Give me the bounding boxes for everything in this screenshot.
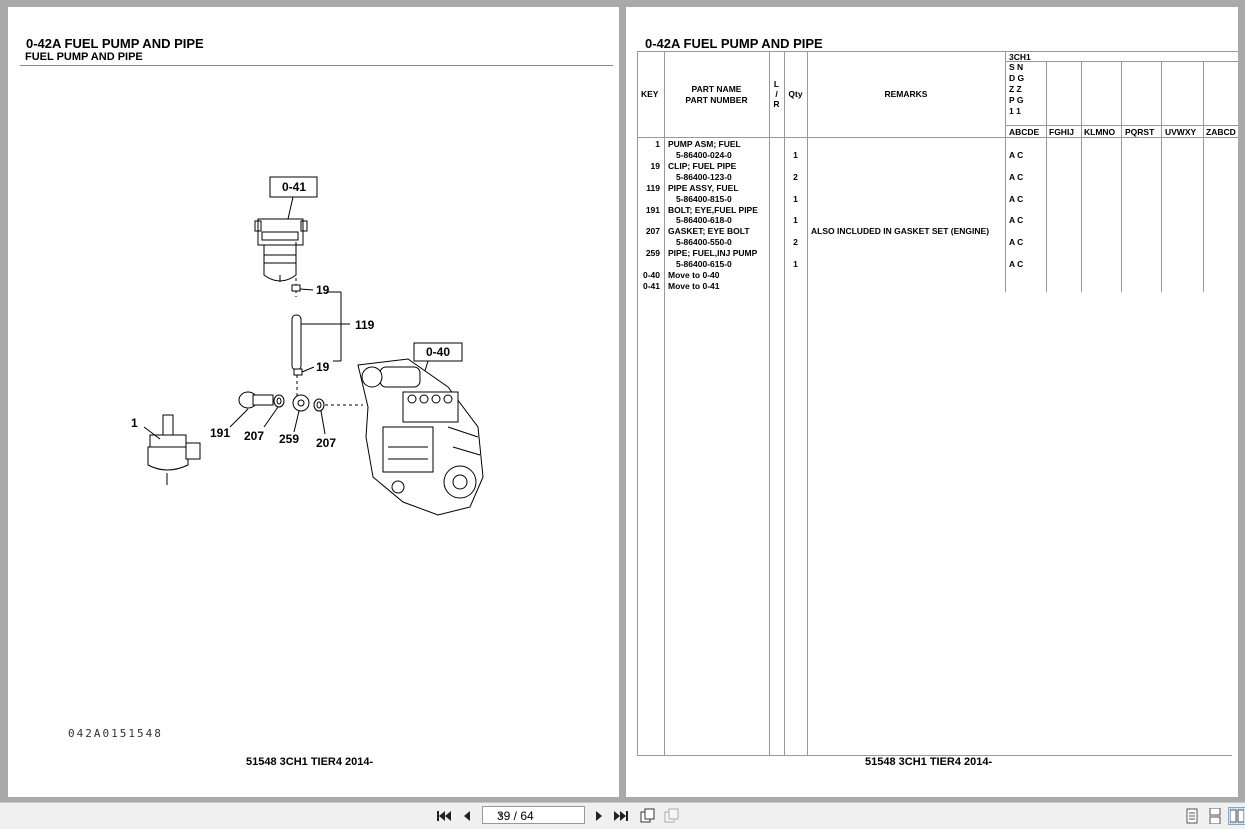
row-qty: 1 — [793, 194, 798, 204]
row-part-number: 5-86400-815-0 — [676, 194, 732, 204]
row-key: 207 — [645, 226, 660, 236]
previous-page-icon — [464, 811, 470, 821]
row-applicability: A C — [1009, 194, 1024, 204]
row-applicability: A C — [1009, 215, 1024, 225]
two-page-icon — [1230, 809, 1244, 823]
continuous-page-icon — [1209, 808, 1221, 824]
col-header-lr-r: R — [773, 99, 780, 109]
page-number-field[interactable]: 39 / 64 ▼ — [482, 806, 585, 824]
rotate-button[interactable] — [638, 807, 656, 825]
next-page-button[interactable] — [590, 807, 608, 825]
model-header: 3CH1 — [1009, 52, 1031, 62]
row-part-name: BOLT; EYE,FUEL PIPE — [668, 205, 758, 215]
row-qty: 2 — [793, 237, 798, 247]
row-part-name: PIPE; FUEL,INJ PUMP — [668, 248, 758, 258]
row-part-name: PUMP ASM; FUEL — [668, 139, 741, 149]
model-code-2: D G — [1009, 73, 1025, 83]
row-part-number: 5-86400-024-0 — [676, 150, 732, 160]
row-part-name: GASKET; EYE BOLT — [668, 226, 750, 236]
move-link[interactable]: Move to 0-40 — [668, 270, 720, 280]
exploded-parts-diagram: 0-41 19 119 19 0-40 1 191 207 259 207 — [131, 176, 484, 516]
group-header: FGHIJ — [1049, 127, 1075, 137]
model-code-5: 1 1 — [1009, 106, 1021, 116]
page-indicator: 39 / 64 — [497, 809, 534, 823]
row-part-number: 5-86400-550-0 — [676, 237, 732, 247]
row-part-name: PIPE ASSY, FUEL — [668, 183, 739, 193]
callout-119: 119 — [355, 318, 375, 332]
row-key: 0-41 — [642, 281, 660, 291]
group-header: ABCDE — [1009, 127, 1040, 137]
row-qty: 1 — [793, 215, 798, 225]
group-header: ZABCD — [1206, 127, 1236, 137]
row-qty: 2 — [793, 172, 798, 182]
row-key: 1 — [655, 139, 660, 149]
col-header-part-name: PART NAME — [691, 84, 742, 94]
row-part-number: 5-86400-123-0 — [676, 172, 732, 182]
next-page-icon — [596, 811, 602, 821]
row-key: 19 — [650, 161, 660, 171]
right-page: 0-42A FUEL PUMP AND PIPE KEY PART NAME P… — [626, 7, 1238, 797]
left-page: 0-42A FUEL PUMP AND PIPE FUEL PUMP AND P… — [8, 7, 619, 797]
row-key: 0-40 — [642, 270, 660, 280]
page-title: 0-42A FUEL PUMP AND PIPE — [645, 36, 823, 51]
col-header-lr: L — [773, 79, 780, 89]
row-applicability: A C — [1009, 259, 1024, 269]
group-header: PQRST — [1125, 127, 1155, 137]
col-header-key: KEY — [641, 89, 659, 99]
col-header-lr-slash: / — [775, 89, 778, 99]
callout-1: 1 — [131, 416, 138, 430]
single-page-view-button[interactable] — [1183, 807, 1201, 825]
model-code-4: P G — [1009, 95, 1024, 105]
compare-icon — [664, 808, 679, 823]
callout-259: 259 — [279, 432, 299, 446]
row-key: 259 — [645, 248, 660, 258]
row-part-number: 5-86400-618-0 — [676, 215, 732, 225]
row-applicability: A C — [1009, 237, 1024, 247]
diagram-code: 042A0151548 — [68, 727, 163, 740]
callout-0-41: 0-41 — [282, 180, 306, 194]
last-page-icon — [614, 811, 628, 821]
header-rule — [20, 65, 613, 66]
callout-0-40: 0-40 — [426, 345, 450, 359]
model-code-1: S N — [1009, 62, 1024, 72]
navigation-toolbar: 39 / 64 ▼ — [0, 802, 1245, 829]
row-qty: 1 — [793, 259, 798, 269]
row-key: 119 — [646, 183, 660, 193]
row-part-number: 5-86400-615-0 — [676, 259, 732, 269]
move-link[interactable]: Move to 0-41 — [668, 281, 720, 291]
two-page-view-button[interactable] — [1228, 807, 1245, 825]
model-code-3: Z Z — [1009, 84, 1022, 94]
single-page-icon — [1186, 808, 1198, 824]
first-page-icon — [437, 811, 451, 821]
group-header: KLMNO — [1084, 127, 1116, 137]
page-footer: 51548 3CH1 TIER4 2014- — [246, 756, 374, 768]
page-footer: 51548 3CH1 TIER4 2014- — [865, 756, 993, 768]
callout-19-upper: 19 — [316, 283, 330, 297]
row-applicability: A C — [1009, 150, 1024, 160]
continuous-view-button[interactable] — [1206, 807, 1224, 825]
row-remarks: ALSO INCLUDED IN GASKET SET (ENGINE) — [811, 226, 990, 236]
row-part-name: CLIP; FUEL PIPE — [668, 161, 737, 171]
page-subtitle: FUEL PUMP AND PIPE — [25, 51, 143, 63]
callout-207-right: 207 — [316, 436, 336, 450]
parts-table: KEY PART NAME PART NUMBER L / R Qty REMA… — [637, 51, 1238, 756]
callout-207-left: 207 — [244, 429, 264, 443]
row-qty: 1 — [793, 150, 798, 160]
col-header-qty: Qty — [788, 89, 803, 99]
previous-page-button[interactable] — [458, 807, 476, 825]
row-key: 191 — [645, 205, 660, 215]
callout-19-lower: 19 — [316, 360, 330, 374]
col-header-part-number: PART NUMBER — [685, 95, 748, 105]
last-page-button[interactable] — [612, 807, 630, 825]
row-applicability: A C — [1009, 172, 1024, 182]
chevron-down-icon[interactable]: ▼ — [497, 811, 505, 820]
first-page-button[interactable] — [435, 807, 453, 825]
callout-191: 191 — [210, 426, 230, 440]
compare-button[interactable] — [662, 807, 680, 825]
page-title: 0-42A FUEL PUMP AND PIPE — [26, 36, 204, 51]
group-header: UVWXY — [1165, 127, 1197, 137]
col-header-remarks: REMARKS — [884, 89, 928, 99]
rotate-icon — [640, 808, 655, 823]
